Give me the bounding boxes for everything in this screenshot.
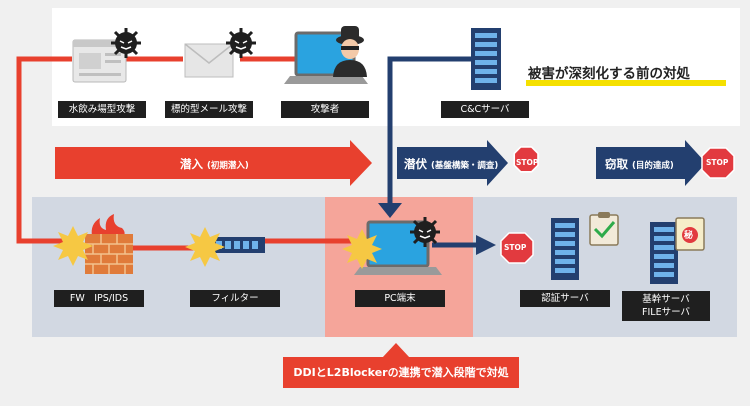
phase-arrow-theft: [596, 140, 706, 186]
phase-latent-label: 潜伏: [404, 157, 427, 171]
clipboard-check-icon: [589, 212, 619, 246]
label-fw: FW IPS/IDS: [54, 290, 144, 307]
label-core-server: 基幹サーバ FILEサーバ: [622, 291, 710, 321]
phase-arrow-latent: [397, 140, 508, 186]
envelope-icon: [184, 43, 234, 78]
virus-icon: [111, 28, 141, 58]
cc-server-icon: [471, 28, 501, 90]
attacker-icon: [333, 26, 367, 77]
burst-icon: [342, 229, 382, 269]
stop-sign-network: [500, 232, 534, 264]
webpage-icon: [72, 39, 127, 83]
stop-sign-theft: [701, 147, 735, 179]
label-targeted-mail: 標的型メール攻撃: [165, 101, 253, 118]
cc-arrowhead: [378, 203, 402, 218]
stop-label-network: STOP: [504, 243, 527, 252]
virus-icon: [226, 28, 256, 58]
attack-path: [16, 56, 355, 251]
stop-label-latent: STOP: [516, 158, 539, 167]
secret-document-icon: [675, 217, 705, 251]
burst-icon: [53, 226, 93, 266]
diagram-title: 被害が深刻化する前の対処: [528, 66, 690, 82]
label-filter: フィルター: [190, 290, 280, 307]
label-core-line1: 基幹サーバ: [642, 294, 690, 305]
burst-icon: [185, 227, 225, 267]
phase-intrusion: 潜入 (初期潜入): [180, 156, 249, 172]
phase-theft-label: 窃取: [605, 157, 628, 171]
phase-intrusion-label: 潜入: [180, 157, 203, 171]
cc-path: [387, 56, 472, 205]
label-watering-hole: 水飲み場型攻撃: [58, 101, 146, 118]
phase-intrusion-sub: (初期潜入): [207, 161, 249, 171]
auth-server-icon: [551, 218, 579, 280]
label-attacker: 攻撃者: [281, 101, 369, 118]
secret-mark: 秘: [684, 231, 694, 241]
virus-icon: [410, 217, 440, 247]
phase-latent-sub: (基盤構築・調査): [431, 161, 499, 171]
title-highlight: [526, 80, 726, 86]
callout-pointer: [382, 343, 410, 358]
filter-device-icon: [213, 237, 265, 253]
phase-theft: 窃取 (目的達成): [605, 156, 674, 172]
block-arrowhead: [476, 235, 496, 255]
callout-box: DDIとL2Blockerの連携で潜入段階で対処: [283, 357, 519, 388]
stop-sign-latent: [513, 146, 539, 173]
label-auth-server: 認証サーバ: [520, 290, 610, 307]
core-server-icon: [650, 222, 678, 284]
phase-theft-sub: (目的達成): [632, 161, 674, 171]
label-core-line2: FILEサーバ: [642, 307, 690, 318]
label-pc: PC端末: [355, 290, 445, 307]
stop-label-theft: STOP: [706, 158, 729, 167]
phase-latent: 潜伏 (基盤構築・調査): [404, 156, 498, 172]
firewall-icon: [85, 214, 133, 274]
phase-arrow-intrusion: [55, 140, 372, 186]
label-cc-server: C&Cサーバ: [441, 101, 529, 118]
